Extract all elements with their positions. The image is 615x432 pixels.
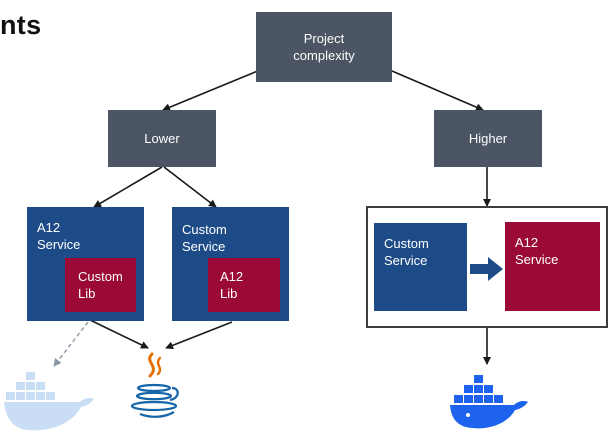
custom-service-right-node: Custom Service [374, 223, 467, 311]
a12-service-label: A12 Service [37, 220, 81, 252]
java-icon [130, 352, 179, 418]
custom-lib-label: Custom Lib [78, 269, 123, 301]
a12-service-right-node: A12 Service [505, 222, 600, 311]
higher-node: Higher [434, 110, 542, 167]
arrow-custom-service-to-java [165, 321, 233, 350]
arrow-a12-service-to-java [89, 319, 149, 349]
higher-label: Higher [468, 131, 508, 146]
project-complexity-node: Project complexity [256, 12, 392, 82]
docker-icon [450, 375, 528, 429]
right-arrow-icon [470, 257, 503, 281]
lower-node: Lower [108, 110, 216, 167]
arrow-root-to-lower [162, 67, 266, 112]
lower-label: Lower [144, 131, 180, 146]
arrow-root-to-higher [384, 67, 484, 111]
dashed-arrow-to-faded-docker [53, 321, 89, 367]
a12-service-right-label: A12 Service [515, 235, 559, 267]
docker-icon-faded [4, 372, 94, 431]
custom-service-label: Custom Service [182, 222, 227, 254]
page-title-fragment: nts [0, 10, 42, 40]
project-complexity-label: Project complexity [293, 31, 355, 63]
custom-service-right-label: Custom Service [384, 236, 429, 268]
arrow-lower-to-custom-service [163, 166, 217, 208]
arrow-lower-to-a12-service [93, 166, 163, 208]
custom-lib-node: Custom Lib [65, 258, 136, 312]
a12-lib-label: A12 Lib [220, 269, 244, 301]
a12-lib-node: A12 Lib [208, 258, 280, 312]
